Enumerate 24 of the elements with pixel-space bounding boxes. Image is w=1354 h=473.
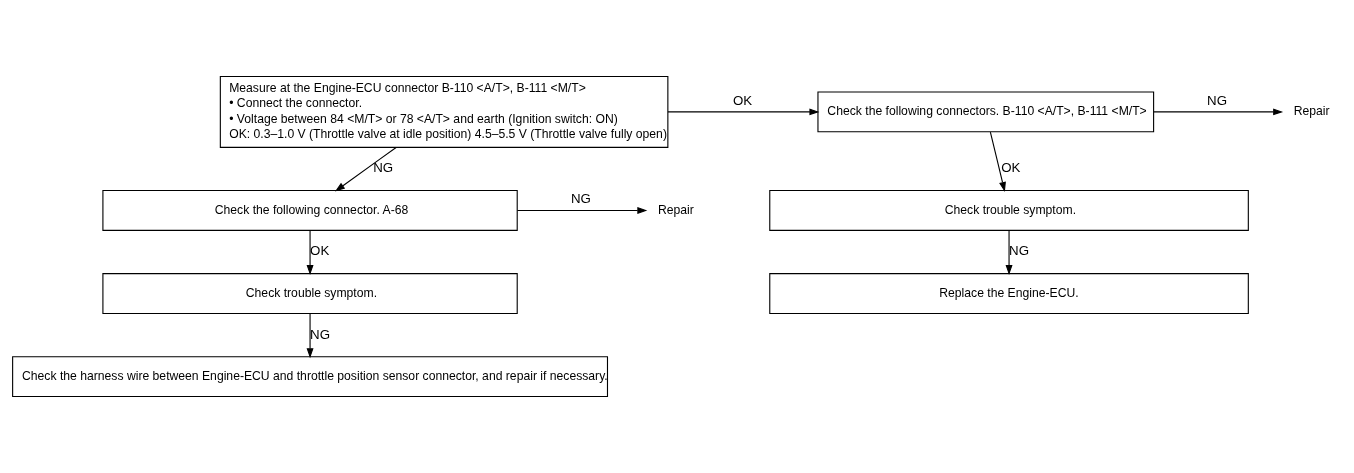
node-box: Replace the Engine-ECU. <box>769 273 1249 315</box>
edge-label: OK <box>732 92 753 108</box>
edge-label: NG <box>1207 92 1227 108</box>
edge-label: OK <box>1001 160 1021 176</box>
arrow <box>1005 230 1013 276</box>
edge-label: NG <box>373 160 394 176</box>
arrow <box>306 230 314 276</box>
arrow <box>989 131 1006 192</box>
node-box: Check trouble symptom. <box>102 273 518 315</box>
arrow <box>1153 108 1284 116</box>
arrow <box>667 108 820 116</box>
node-text: Repair <box>657 202 694 217</box>
arrow <box>306 313 314 359</box>
node-box: Check the following connectors. B-110 <A/T>, B-111 <M/T> <box>817 91 1155 133</box>
node-box: Check trouble symptom. <box>769 189 1249 231</box>
node-box: Check the following connector. A-68 <box>102 189 518 231</box>
node-box: Measure at the Engine-ECU connector B-110 <A/T>, B-111 <M/T> • Connect the connector. • Voltage between 84 <M/T> or 78 <A/T> and earth (Ignition switch: ON) OK: 0.3–1.0 V (Throttle valve at idle position) 4.5–5.5 V (Throttle valve fully open) <box>219 75 669 148</box>
node-box: Check the harness wire between Engine-ECU and throttle position sensor connector, and repair if necessary. <box>12 356 609 398</box>
edge-label: NG <box>570 191 591 207</box>
node-text: Repair <box>1293 103 1330 118</box>
arrow <box>516 206 648 214</box>
arrow <box>334 146 397 192</box>
edge-label: NG <box>1009 243 1029 259</box>
edge-label: NG <box>310 326 330 342</box>
